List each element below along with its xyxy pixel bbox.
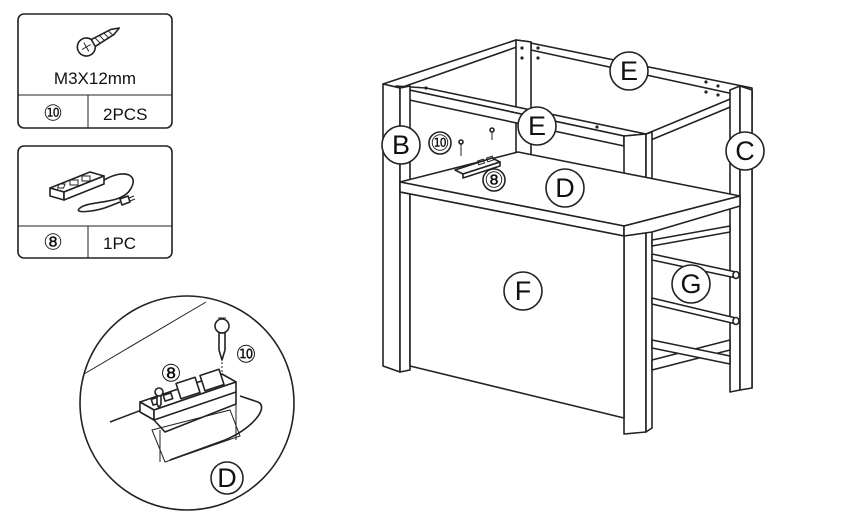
parts-card-power-strip: ⑧ 1PC — [17, 145, 173, 259]
label-screw-number: ⑩ — [430, 131, 450, 156]
cabinet-frame — [382, 39, 753, 435]
shelf-screw-icon — [458, 127, 495, 156]
parts-card-screw: M3X12mm ⑩ 2PCS — [17, 13, 173, 129]
screw-icon — [76, 27, 121, 57]
label-d: D — [555, 173, 575, 203]
screw-item-number: ⑩ — [43, 101, 63, 126]
label-e-top: E — [620, 56, 638, 86]
detail-screw-number: ⑩ — [235, 342, 257, 369]
detail-callout: ⑧ ⑩ D — [79, 295, 295, 511]
part-labels: E E B C D F G ⑩ ⑧ — [381, 51, 765, 311]
label-g: G — [680, 269, 701, 299]
label-e-front: E — [528, 111, 546, 141]
shelf-power-outlet — [454, 155, 501, 179]
detail-power-outlet — [139, 368, 237, 433]
detail-screw-icon — [214, 317, 230, 375]
label-c: C — [735, 136, 755, 166]
detail-outlet-number: ⑧ — [160, 361, 182, 388]
detail-panel-label: D — [217, 463, 237, 493]
detail-screw-small-icon — [154, 387, 164, 409]
label-b: B — [392, 130, 410, 160]
strip-quantity: 1PC — [103, 234, 136, 253]
strip-item-number: ⑧ — [43, 230, 63, 255]
label-f: F — [515, 276, 532, 306]
screw-quantity: 2PCS — [103, 105, 147, 124]
screw-spec-caption: M3X12mm — [54, 69, 136, 88]
label-outlet-number: ⑧ — [484, 168, 504, 193]
power-strip-icon — [49, 171, 136, 213]
